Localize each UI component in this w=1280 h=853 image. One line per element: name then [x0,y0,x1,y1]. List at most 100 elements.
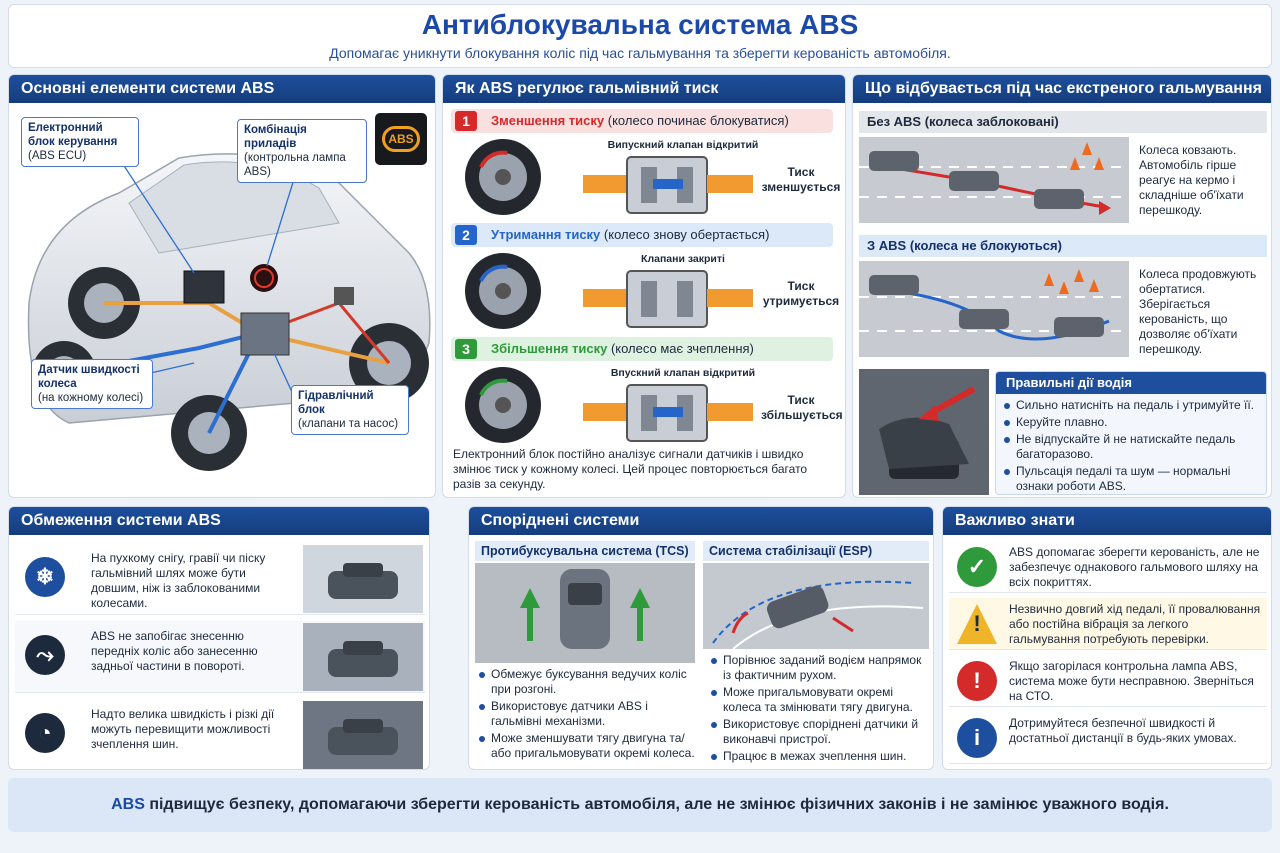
limit-row: ⤳ ABS не запобігає знесенню передніх кол… [15,621,425,693]
step-3-result-2: збільшується [761,408,843,422]
limit-scene-image [303,623,423,691]
step-1-note: (колесо починає блокуватися) [607,113,789,128]
step-3-number: 3 [455,339,477,359]
step-2-number: 2 [455,225,477,245]
limits-panel: Обмеження системи ABS ❄ На пухкому снігу… [8,506,430,770]
speedometer-icon: ◔ [25,713,65,753]
alert-icon: ! [957,661,997,701]
footer-highlight: ABS [111,796,145,813]
ecu-title: Електронний блок керування [28,122,118,148]
limit-scene-image [303,701,423,769]
skid-icon: ⤳ [25,635,65,675]
without-abs-title: Без ABS (колеса заблоковані) [859,111,1267,133]
regulation-description: Електронний блок постійно аналізує сигна… [453,447,808,491]
page-title: Антиблокувальна система ABS [421,9,859,40]
important-row: ✓ ABS допомагає зберегти керованість, ал… [949,541,1267,593]
dash-label: Комбінація приладів (контрольна лампа AB… [237,119,367,183]
step-1-header: 1 Зменшення тиску (колесо починає блокув… [451,109,833,133]
important-header: Важливо знати [943,507,1271,535]
with-abs-text: Колеса продовжують обертатися. Зберігаєт… [1139,267,1257,356]
important-row: i Дотримуйтеся безпечної швидкості й дос… [949,712,1267,764]
step-3-valve-label: Впускний клапан відкритий [610,367,756,379]
without-abs-text: Колеса ковзають. Автомобіль гірше реагує… [1139,143,1244,217]
step-1-result: Тиск зменшується [761,165,841,195]
step-1-wheel-icon [465,139,541,215]
tcs-title: Протибуксувальна система (TCS) [475,541,695,561]
limit-row: ❄ На пухкому снігу, гравії чи піску галь… [15,543,425,615]
step-2-valve-diagram [583,270,753,328]
limit-text: На пухкому снігу, гравії чи піску гальмі… [91,551,266,610]
list-item: Може пригальмовувати окремі колеса та зм… [709,685,931,715]
list-item: Обмежує буксування ведучих коліс при роз… [477,667,697,697]
check-icon: ✓ [957,547,997,587]
esp-image [703,563,929,649]
important-text: Дотримуйтеся безпечної швидкості й доста… [1009,716,1237,745]
step-3-header: 3 Збільшення тиску (колесо має зчеплення… [451,337,833,361]
step-1-result-2: зменшується [761,180,841,194]
tcs-list: Обмежує буксування ведучих коліс при роз… [477,667,697,763]
hydro-title: Гідравлічний блок [298,390,374,416]
with-abs-scene [859,261,1129,357]
step-3-wheel-icon [465,367,541,443]
limit-scene-image [303,545,423,613]
snowflake-icon: ❄ [25,557,65,597]
list-item: Сильно натисніть на педаль і утримуйте ї… [1002,398,1260,413]
step-2-valve-label: Клапани закриті [641,253,725,265]
important-text: ABS допомагає зберегти керованість, але … [1009,545,1260,589]
list-item: Керуйте плавно. [1002,415,1260,430]
sensor-label: Датчик швидкості колеса (на кожному коле… [31,359,153,409]
important-panel: Важливо знати ✓ ABS допомагає зберегти к… [942,506,1272,770]
emergency-panel: Що відбувається під час екстреного гальм… [852,74,1272,498]
list-item: Використовує споріднені датчики й викона… [709,717,931,747]
list-item: Працює в межах зчеплення шин. [709,749,931,764]
list-item: Не відпускайте й не натискайте педаль ба… [1002,432,1260,462]
ecu-label: Електронний блок керування (ABS ECU) [21,117,139,167]
step-3-name: Збільшення тиску [491,341,608,356]
important-row: ! Незвично довгий хід педалі, її провалю… [949,598,1267,650]
list-item: Може зменшувати тягу двигуна та/або приг… [477,731,697,761]
related-panel: Споріднені системи Протибуксувальна сист… [468,506,934,770]
step-2-result-2: утримується [762,294,840,308]
info-icon: i [957,718,997,758]
step-2-result-1: Тиск [787,279,815,293]
important-row: ! Якщо загорілася контрольна лампа ABS, … [949,655,1267,707]
esp-title: Система стабілізації (ESP) [703,541,929,561]
dash-title: Комбінація приладів [244,124,307,150]
step-3-result: Тиск збільшується [761,393,843,423]
with-abs-title: З ABS (колеса не блокуються) [859,235,1267,257]
dash-sub: (контрольна лампа ABS) [244,152,346,178]
step-3-result-1: Тиск [787,393,815,407]
step-1-valve-diagram [583,156,753,214]
limit-text: ABS не запобігає знесенню передніх коліс… [91,629,258,673]
brake-pedal-image [859,369,989,495]
limit-row: ◔ Надто велика швидкість і різкі дії мож… [15,699,425,769]
actions-list: Сильно натисніть на педаль і утримуйте ї… [996,394,1266,497]
list-item: Використовує датчики ABS і гальмівні мех… [477,699,697,729]
step-3-valve-diagram [583,384,753,442]
related-header: Споріднені системи [469,507,933,535]
important-text: Якщо загорілася контрольна лампа ABS, си… [1009,659,1254,703]
sensor-title: Датчик швидкості колеса [38,364,140,390]
actions-box: Правильні дії водія Сильно натисніть на … [995,371,1267,495]
hydro-sub: (клапани та насос) [298,418,399,430]
step-1-number: 1 [455,111,477,131]
footer-text: підвищує безпеку, допомагаючи зберегти к… [144,796,1169,813]
step-1-name: Зменшення тиску [491,113,605,128]
list-item: Пульсація педалі та шум — нормальні озна… [1002,464,1260,494]
header: Антиблокувальна система ABS Допомагає ун… [8,4,1272,68]
sensor-sub: (на кожному колесі) [38,392,144,404]
regulation-header: Як ABS регулює гальмівний тиск [443,75,845,103]
without-abs-scene [859,137,1129,223]
actions-title: Правильні дії водія [996,372,1266,394]
emergency-header: Що відбувається під час екстреного гальм… [853,75,1271,103]
page-subtitle: Допомагає уникнути блокування коліс під … [329,45,951,61]
tcs-image [475,563,695,663]
esp-list: Порівнює заданий водієм напрямок із факт… [709,653,931,766]
lamp-text: ABS [382,126,420,152]
step-2-wheel-icon [465,253,541,329]
step-3-note: (колесо має зчеплення) [610,341,754,356]
components-panel: Основні елементи системи ABS Електронний… [8,74,436,498]
step-1-valve-label: Випускний клапан відкритий [607,139,759,151]
step-2-header: 2 Утримання тиску (колесо знову обертаєт… [451,223,833,247]
limit-text: Надто велика швидкість і різкі дії можут… [91,707,275,751]
